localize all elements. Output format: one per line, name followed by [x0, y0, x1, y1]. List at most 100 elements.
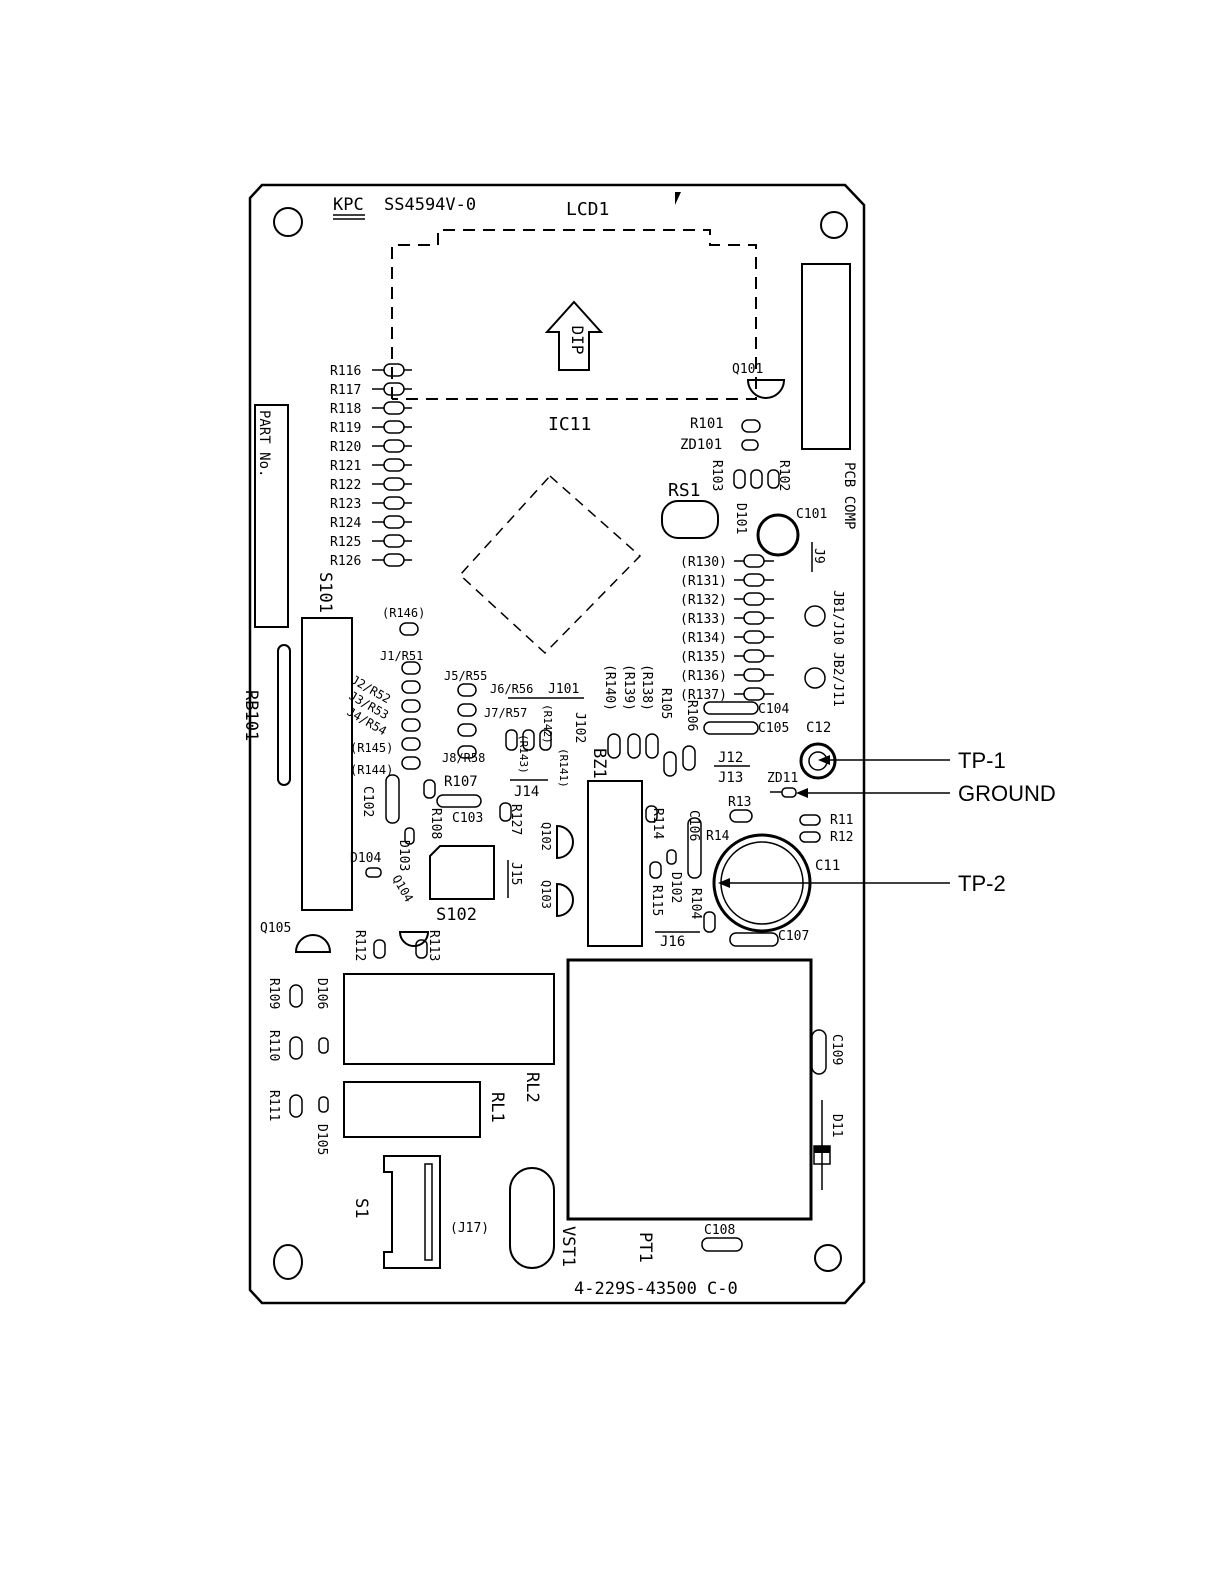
rs1-label: RS1 — [668, 480, 701, 501]
board-outline — [248, 183, 866, 1305]
pcb-comp-label: PCB COMP — [841, 462, 857, 529]
pt1-footprint — [566, 958, 813, 1221]
q102-label: Q102 — [539, 822, 553, 851]
r109-label: R109 — [266, 978, 281, 1009]
lcd-label: LCD1 — [566, 199, 609, 220]
j17-label: (J17) — [450, 1221, 489, 1236]
r108-label: R108 — [428, 808, 443, 839]
jb2-label: JB2/J11 — [830, 652, 845, 707]
tp1-callout: TP-1 — [958, 748, 1006, 773]
resistor-body — [383, 534, 405, 548]
resistor-body — [383, 363, 405, 377]
resistor-label: (R133) — [680, 612, 727, 627]
jb1-label: JB1/J10 — [830, 590, 845, 645]
c101-capacitor — [756, 513, 800, 557]
d11-label: D11 — [829, 1114, 844, 1137]
zd101-label: ZD101 — [680, 437, 722, 453]
r138-label: (R138) — [639, 664, 654, 711]
resistor-label: (R135) — [680, 650, 727, 665]
resistor-label: R119 — [330, 421, 361, 436]
r104-label: R104 — [688, 888, 703, 919]
rl2-label: RL2 — [522, 1072, 542, 1103]
bz1-label: BZ1 — [589, 748, 609, 779]
vst1-label: VST1 — [558, 1226, 578, 1267]
d106-label: D106 — [314, 978, 329, 1009]
rl2-footprint — [343, 973, 555, 1065]
c12-label: C12 — [806, 720, 831, 736]
resistor-body — [743, 687, 765, 701]
jumper-body — [457, 745, 477, 759]
r143-label: (R143) — [517, 734, 530, 774]
j13-label: J13 — [718, 770, 743, 786]
r144-label: (R144) — [350, 763, 393, 777]
c104-label: C104 — [758, 702, 789, 717]
j14-label: J14 — [514, 784, 539, 800]
d102-label: D102 — [668, 872, 683, 903]
tp2-callout: TP-2 — [958, 871, 1006, 896]
d105-label: D105 — [314, 1124, 329, 1155]
r14-label: R14 — [706, 829, 730, 844]
c12-capacitor — [799, 742, 837, 780]
resistor-body — [539, 729, 552, 751]
r140-label: (R140) — [602, 664, 617, 711]
jumper-body — [401, 680, 421, 694]
r11-label: R11 — [830, 813, 853, 828]
lcd-outline — [391, 229, 757, 400]
r12-label: R12 — [830, 830, 853, 845]
j101-label: J101 — [548, 682, 579, 697]
resistor-body — [743, 668, 765, 682]
rb101-footprint — [277, 644, 291, 786]
dip-label: DIP — [568, 326, 587, 355]
resistor-body — [743, 630, 765, 644]
s101-label: S101 — [315, 572, 335, 613]
ic-footprint — [458, 474, 642, 655]
r141-label: (R141) — [557, 748, 570, 788]
resistor-body — [522, 729, 535, 751]
resistor-label: (R130) — [680, 555, 727, 570]
j12-label: J12 — [718, 750, 743, 766]
q104-label: Q104 — [389, 873, 416, 905]
q105-label: Q105 — [260, 921, 291, 936]
part-number-label: 4-229S-43500 C-0 — [574, 1279, 738, 1299]
orientation-mark — [675, 192, 681, 205]
resistor-body — [743, 592, 765, 606]
resistor-label: R125 — [330, 535, 361, 550]
jumper-body — [401, 737, 421, 751]
resistor-body — [383, 515, 405, 529]
zd11-label: ZD11 — [767, 771, 798, 786]
mounting-hole — [273, 1244, 303, 1280]
s102-footprint — [429, 845, 495, 900]
r115-label: R115 — [649, 885, 664, 916]
jumper-body — [457, 683, 477, 697]
vst1-footprint — [509, 1167, 555, 1269]
resistor-label: (R137) — [680, 688, 727, 703]
q101-label: Q101 — [732, 362, 763, 377]
resistor-body — [383, 496, 405, 510]
j6-label: J6/R56 — [490, 682, 533, 696]
resistor-body — [743, 554, 765, 568]
resistor-body — [383, 477, 405, 491]
r105-label: R105 — [658, 688, 673, 719]
r102-label: R102 — [776, 460, 791, 491]
s101-footprint — [301, 617, 353, 911]
jumper-body — [401, 661, 421, 675]
jumper-body — [457, 723, 477, 737]
jumper-body — [457, 703, 477, 717]
resistor-body — [383, 382, 405, 396]
right-resistor-column: (R130)(R131)(R132)(R133)(R134)(R135)(R13… — [680, 554, 774, 703]
r107-label: R107 — [444, 774, 478, 790]
r110-label: R110 — [266, 1030, 281, 1061]
s102-label: S102 — [436, 905, 477, 925]
r111-label: R111 — [266, 1090, 281, 1121]
resistor-label: R123 — [330, 497, 361, 512]
ic-label: IC11 — [548, 414, 591, 435]
resistor-label: R124 — [330, 516, 361, 531]
part-no-box — [254, 404, 289, 628]
r114-label: R114 — [650, 808, 665, 839]
c102-label: C102 — [360, 786, 375, 817]
j7-label: J7/R57 — [484, 706, 527, 720]
r112-label: R112 — [352, 930, 367, 961]
c106-label: C106 — [686, 810, 701, 841]
resistor-label: (R132) — [680, 593, 727, 608]
c105-label: C105 — [758, 721, 789, 736]
